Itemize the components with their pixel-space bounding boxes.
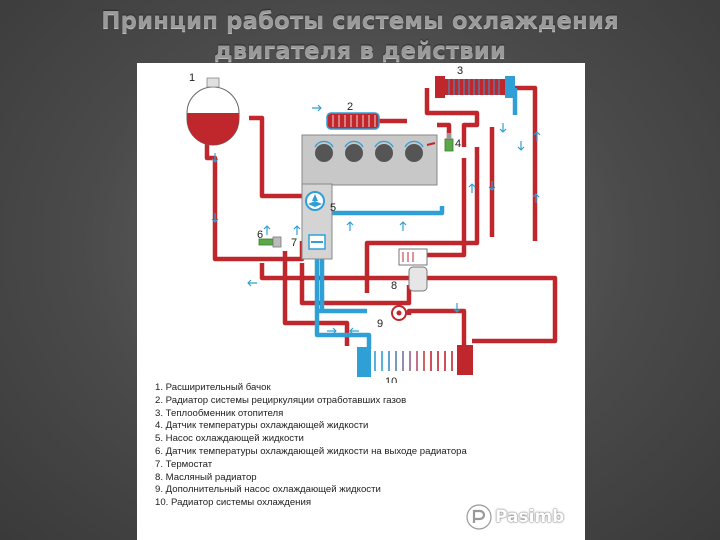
label-8: 8 xyxy=(391,280,397,292)
flow-arrow xyxy=(349,327,359,335)
flow-arrow xyxy=(453,303,461,313)
label-10: 10 xyxy=(385,376,397,383)
legend-item: 8. Масляный радиатор xyxy=(155,471,257,483)
label-3: 3 xyxy=(457,65,463,77)
egr-cooler-icon xyxy=(326,112,380,130)
pipe-tank-return xyxy=(249,115,302,199)
legend-item: 3. Теплообменник отопителя xyxy=(155,407,284,419)
flow-arrow xyxy=(533,131,541,141)
title-line-1: Принцип работы системы охлаждения xyxy=(101,8,619,34)
flow-arrow xyxy=(346,221,354,231)
legend-item: 1. Расширительный бачок xyxy=(155,382,271,393)
radiator-icon xyxy=(357,345,473,377)
auxiliary-pump-icon xyxy=(391,305,407,321)
label-4: 4 xyxy=(455,138,461,150)
flow-arrow xyxy=(517,141,525,151)
watermark: Pasimb xyxy=(465,501,577,533)
label-1: 1 xyxy=(189,72,195,84)
water-pump-icon xyxy=(305,191,325,211)
expansion-tank-icon xyxy=(186,77,240,146)
flow-arrow xyxy=(532,193,540,203)
pipe-heater-supply xyxy=(424,88,480,147)
flow-arrow xyxy=(327,327,337,335)
flow-arrow xyxy=(399,221,407,231)
flow-arrow xyxy=(263,225,271,235)
flow-arrow xyxy=(247,279,257,287)
label-9: 9 xyxy=(377,318,383,330)
heater-core-icon xyxy=(435,76,515,98)
flow-arrow xyxy=(488,181,496,191)
pipe-oil-return xyxy=(406,308,467,345)
legend-item: 6. Датчик температуры охлаждающей жидкос… xyxy=(155,445,467,457)
cooling-system-diagram: 1 2 3 4 5 6 7 8 9 10 xyxy=(186,65,558,383)
flow-arrow xyxy=(211,213,219,223)
watermark-logo-icon xyxy=(466,504,492,530)
flow-arrow xyxy=(211,153,219,163)
temperature-sensor-icon xyxy=(444,133,454,152)
component-legend: 1. Расширительный бачок 2. Радиатор сист… xyxy=(155,382,467,510)
pipe-thermostat-bypass xyxy=(299,263,412,306)
title-line-2: двигателя в действии xyxy=(214,38,506,64)
flow-arrow xyxy=(468,183,476,193)
legend-item: 4. Датчик температуры охлаждающей жидкос… xyxy=(155,420,369,432)
label-6: 6 xyxy=(257,229,263,241)
label-7: 7 xyxy=(291,237,297,249)
legend-item: 5. Насос охлаждающей жидкости xyxy=(155,433,304,445)
pipe-radiator-outlet xyxy=(314,311,372,353)
legend-item: 10. Радиатор системы охлаждения xyxy=(155,497,312,509)
flow-arrow xyxy=(499,123,507,133)
pipe-main-to-radiator xyxy=(259,263,558,344)
pipe-heater-loop xyxy=(515,85,538,241)
label-5: 5 xyxy=(330,202,336,214)
watermark-text: Pasimb xyxy=(495,507,565,527)
flow-arrow xyxy=(312,104,322,112)
thermostat-icon xyxy=(308,234,326,250)
legend-item: 2. Радиатор системы рециркуляции отработ… xyxy=(155,394,407,406)
legend-item: 7. Термостат xyxy=(155,458,213,470)
label-2: 2 xyxy=(347,101,353,113)
flow-arrow xyxy=(293,225,301,235)
pipe-to-oil-cooler xyxy=(364,147,480,293)
slide-title: Принцип работы системы охлаждения двигат… xyxy=(0,6,720,66)
oil-cooler-icon xyxy=(398,248,428,292)
radiator-outlet-sensor-icon xyxy=(258,236,282,248)
legend-item: 9. Дополнительный насос охлаждающей жидк… xyxy=(155,484,381,496)
diagram-panel: 1 2 3 4 5 6 7 8 9 10 1. Расширительный б… xyxy=(137,63,585,540)
